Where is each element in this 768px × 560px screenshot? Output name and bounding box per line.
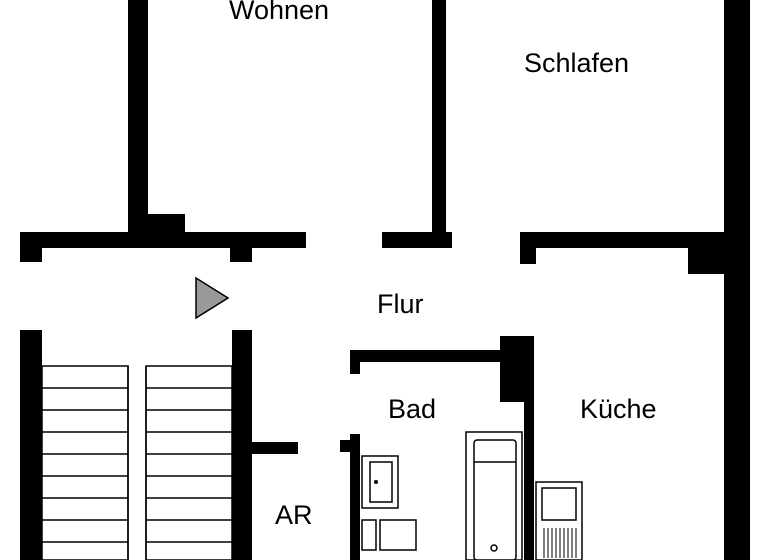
washbasin-drain	[374, 480, 378, 484]
wall-bad-top-stub	[350, 362, 360, 374]
room-label-wohnen: Wohnen	[229, 0, 329, 25]
wall-corridor-top-mid	[382, 232, 452, 248]
wall-outer-right	[724, 0, 750, 560]
wall-corridor-top-right	[520, 232, 724, 248]
wall-stair-left	[20, 330, 42, 560]
wall-bad-top	[350, 350, 528, 362]
wall-corridor-left-stub	[20, 248, 42, 262]
wall-stair-ar-connector	[252, 442, 298, 454]
wall-bad-kueche	[524, 336, 534, 560]
kitchen-sink-drainboard	[543, 528, 577, 558]
wall-kueche-stub	[520, 248, 536, 264]
bathroom-fixtures	[361, 431, 523, 560]
stair-left-flight	[41, 365, 129, 560]
wall-wohnen-left-foot	[148, 214, 185, 234]
room-label-ar: AR	[275, 500, 313, 530]
stair-treads	[42, 387, 232, 543]
room-labels: Wohnen Schlafen Flur Bad Küche AR	[229, 0, 657, 530]
staircase	[41, 365, 233, 560]
room-label-flur: Flur	[377, 289, 424, 319]
bathtub-inner	[473, 439, 517, 560]
stair-right-flight	[145, 365, 233, 560]
triangle-right-icon	[195, 276, 230, 320]
wall-wohnen-left	[128, 0, 148, 234]
room-label-kueche: Küche	[580, 394, 657, 424]
room-label-bad: Bad	[388, 394, 436, 424]
wall-stair-right	[232, 330, 252, 560]
toilet	[361, 519, 377, 551]
wall-corridor-top-left	[20, 232, 306, 248]
wall-wohnen-schlafen	[432, 0, 446, 234]
wall-bad-ar-stub	[340, 440, 350, 452]
wall-bad-ar	[350, 434, 360, 560]
kitchen-sink-basin	[541, 487, 577, 521]
bathtub-drain	[490, 544, 498, 552]
bidet	[379, 519, 417, 551]
room-label-schlafen: Schlafen	[524, 48, 629, 78]
kitchen-fixtures	[535, 481, 583, 560]
wall-corridor-mid-stub	[230, 248, 252, 262]
washbasin-bowl	[369, 461, 393, 503]
walls	[20, 0, 750, 560]
